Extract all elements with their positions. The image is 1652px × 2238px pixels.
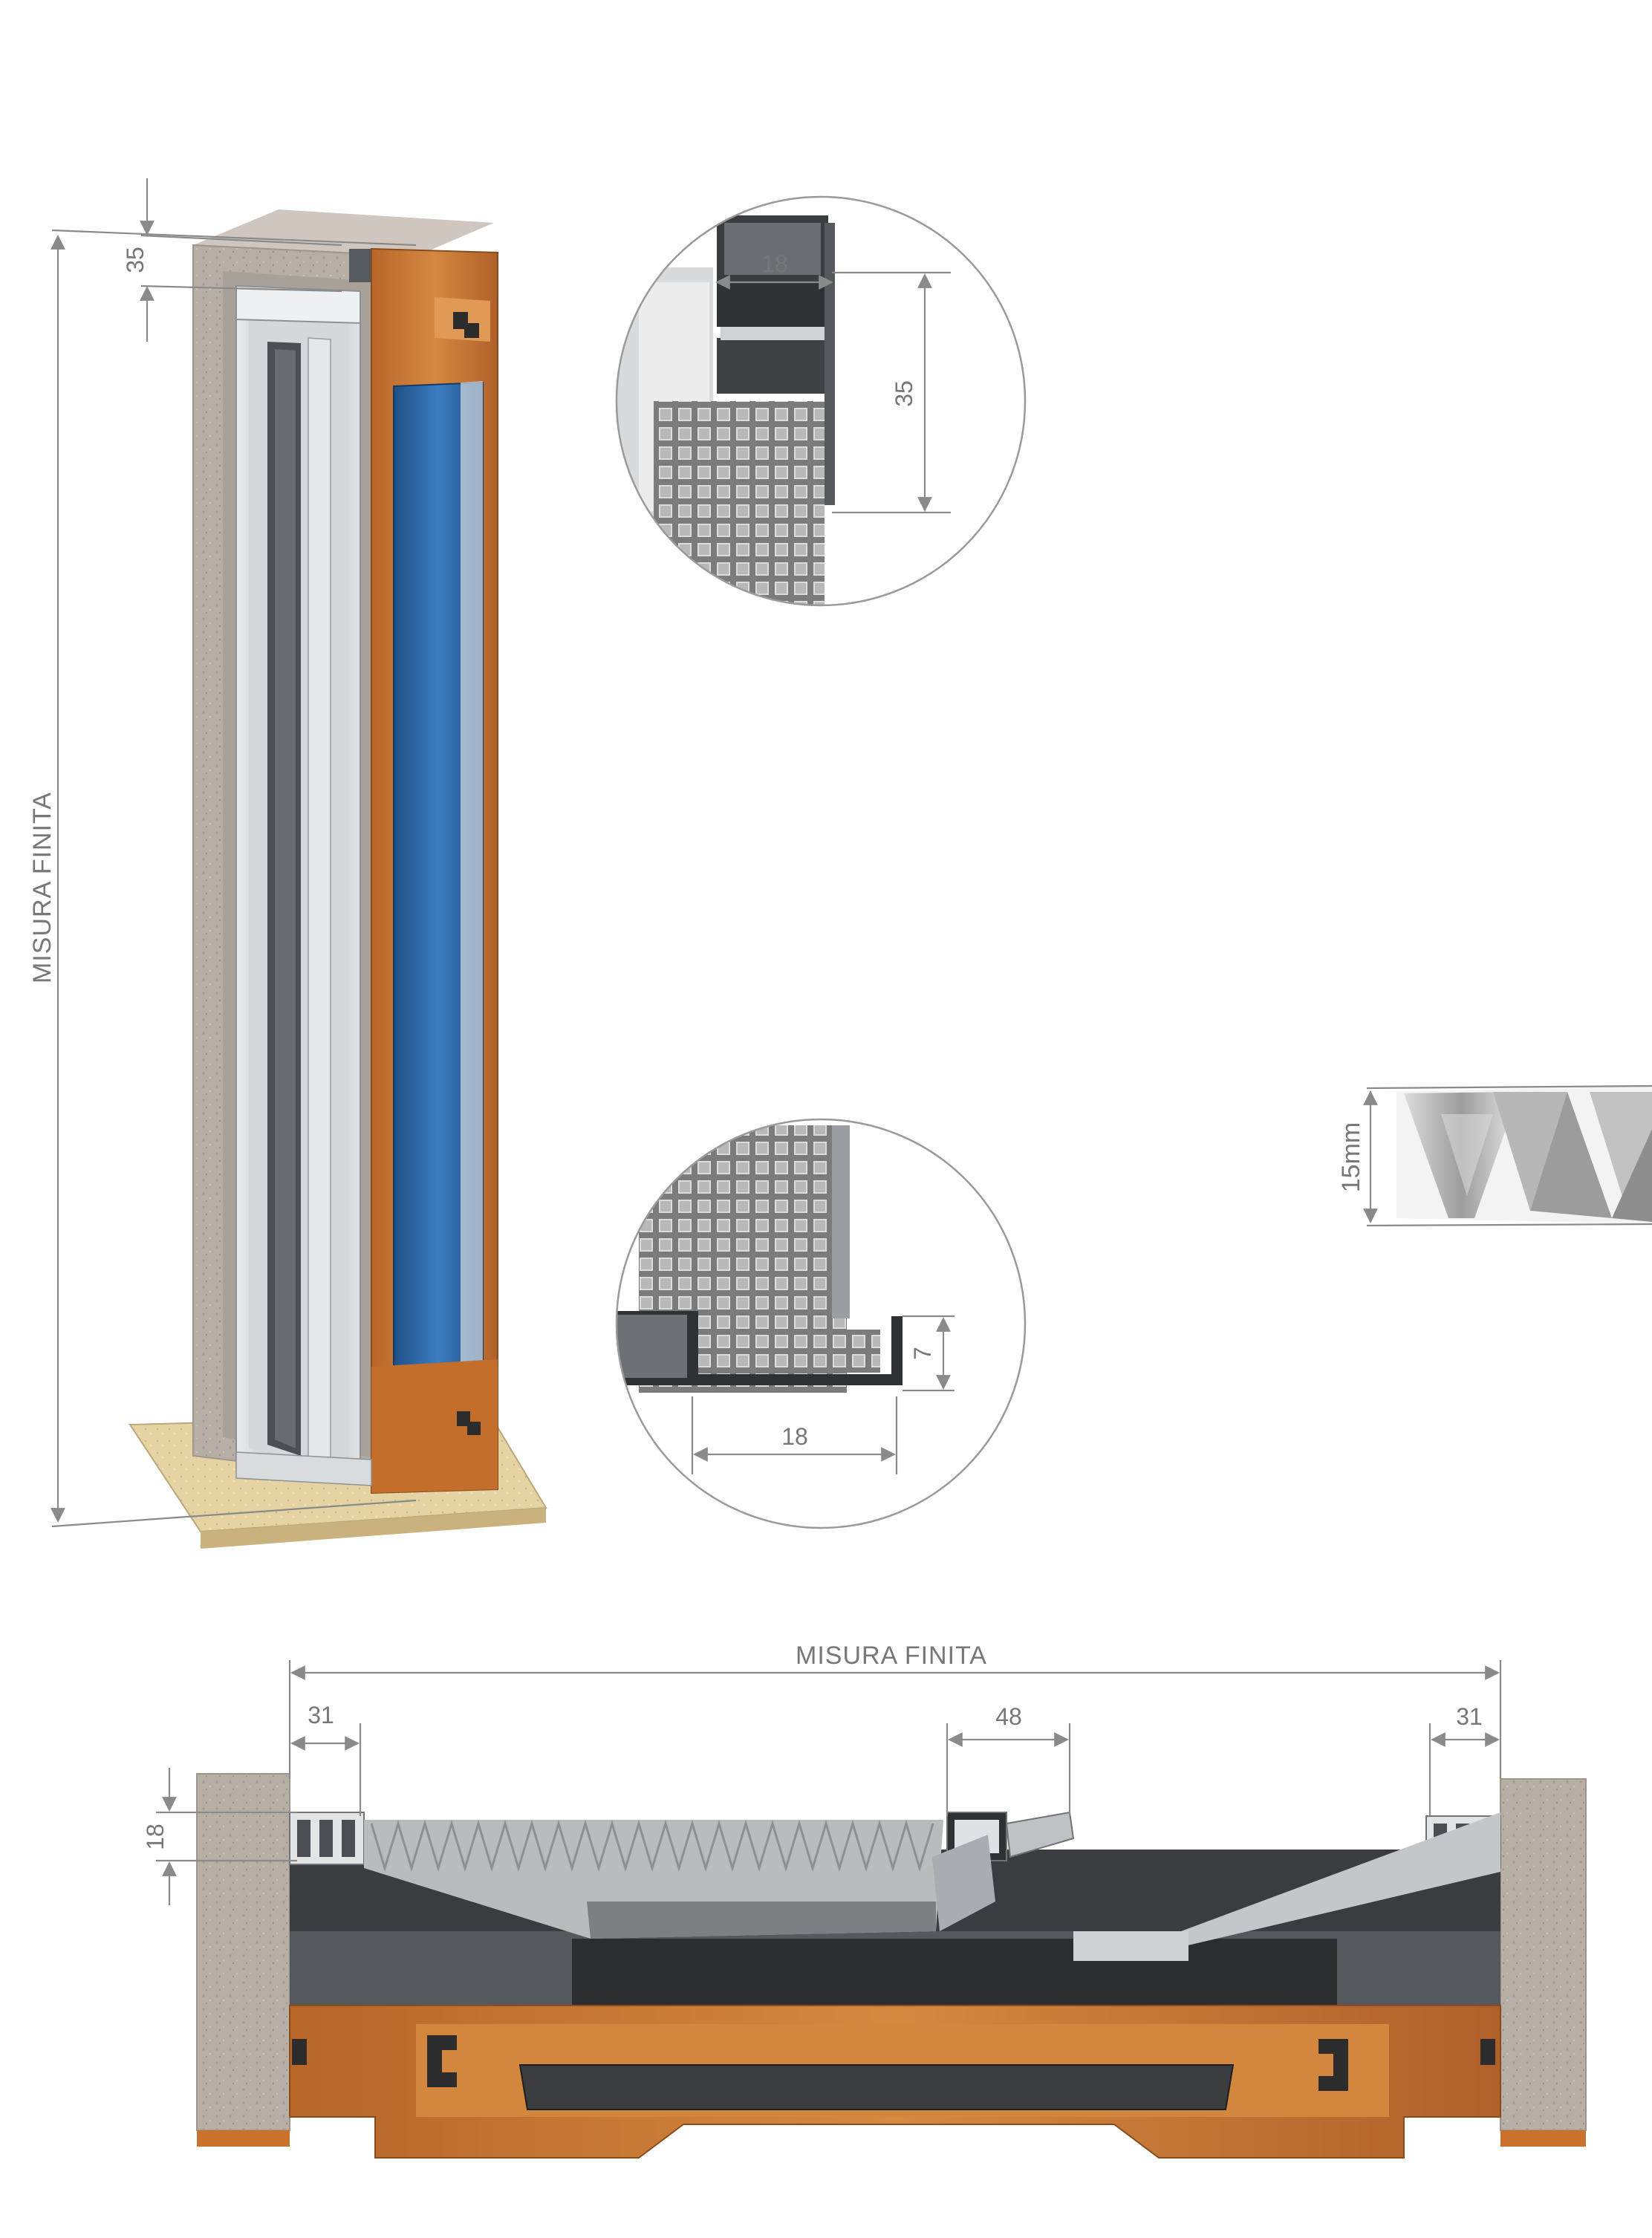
vertical-section-3d [129, 209, 547, 1549]
plan-left-label: 31 [308, 1702, 334, 1728]
plan-width-label: MISURA FINITA [796, 1642, 987, 1670]
detail-top-lens: 18 35 [615, 195, 1027, 607]
detail-bottom-width-label: 18 [781, 1423, 808, 1450]
plan-right-dimension: 31 [1428, 1703, 1500, 1816]
detail-bottom-lens: 7 18 [615, 1118, 1027, 1529]
plan-section [196, 1773, 1587, 2159]
detail-top-height-label: 35 [891, 380, 917, 407]
detail-bottom-height-label: 7 [909, 1347, 936, 1360]
plan-handle-dimension: 48 [946, 1703, 1071, 1816]
detail-top-width-label: 18 [761, 250, 788, 277]
height-dimension: MISURA FINITA [28, 229, 417, 1528]
plan-handle-label: 48 [995, 1703, 1022, 1730]
top-rail-label: 35 [122, 247, 149, 273]
plan-left-dimension: 31 [290, 1702, 362, 1816]
plan-depth-label: 18 [142, 1824, 169, 1850]
pleat-height-label: 15mm [1337, 1122, 1365, 1192]
top-rail-dimension: 35 [122, 178, 342, 342]
pleat-sample: 15mm [1337, 1084, 1652, 1227]
plan-width-dimension: MISURA FINITA [288, 1642, 1502, 1779]
plan-right-label: 31 [1456, 1703, 1483, 1730]
height-label: MISURA FINITA [28, 792, 56, 983]
plan-depth-dimension: 18 [142, 1768, 297, 1905]
